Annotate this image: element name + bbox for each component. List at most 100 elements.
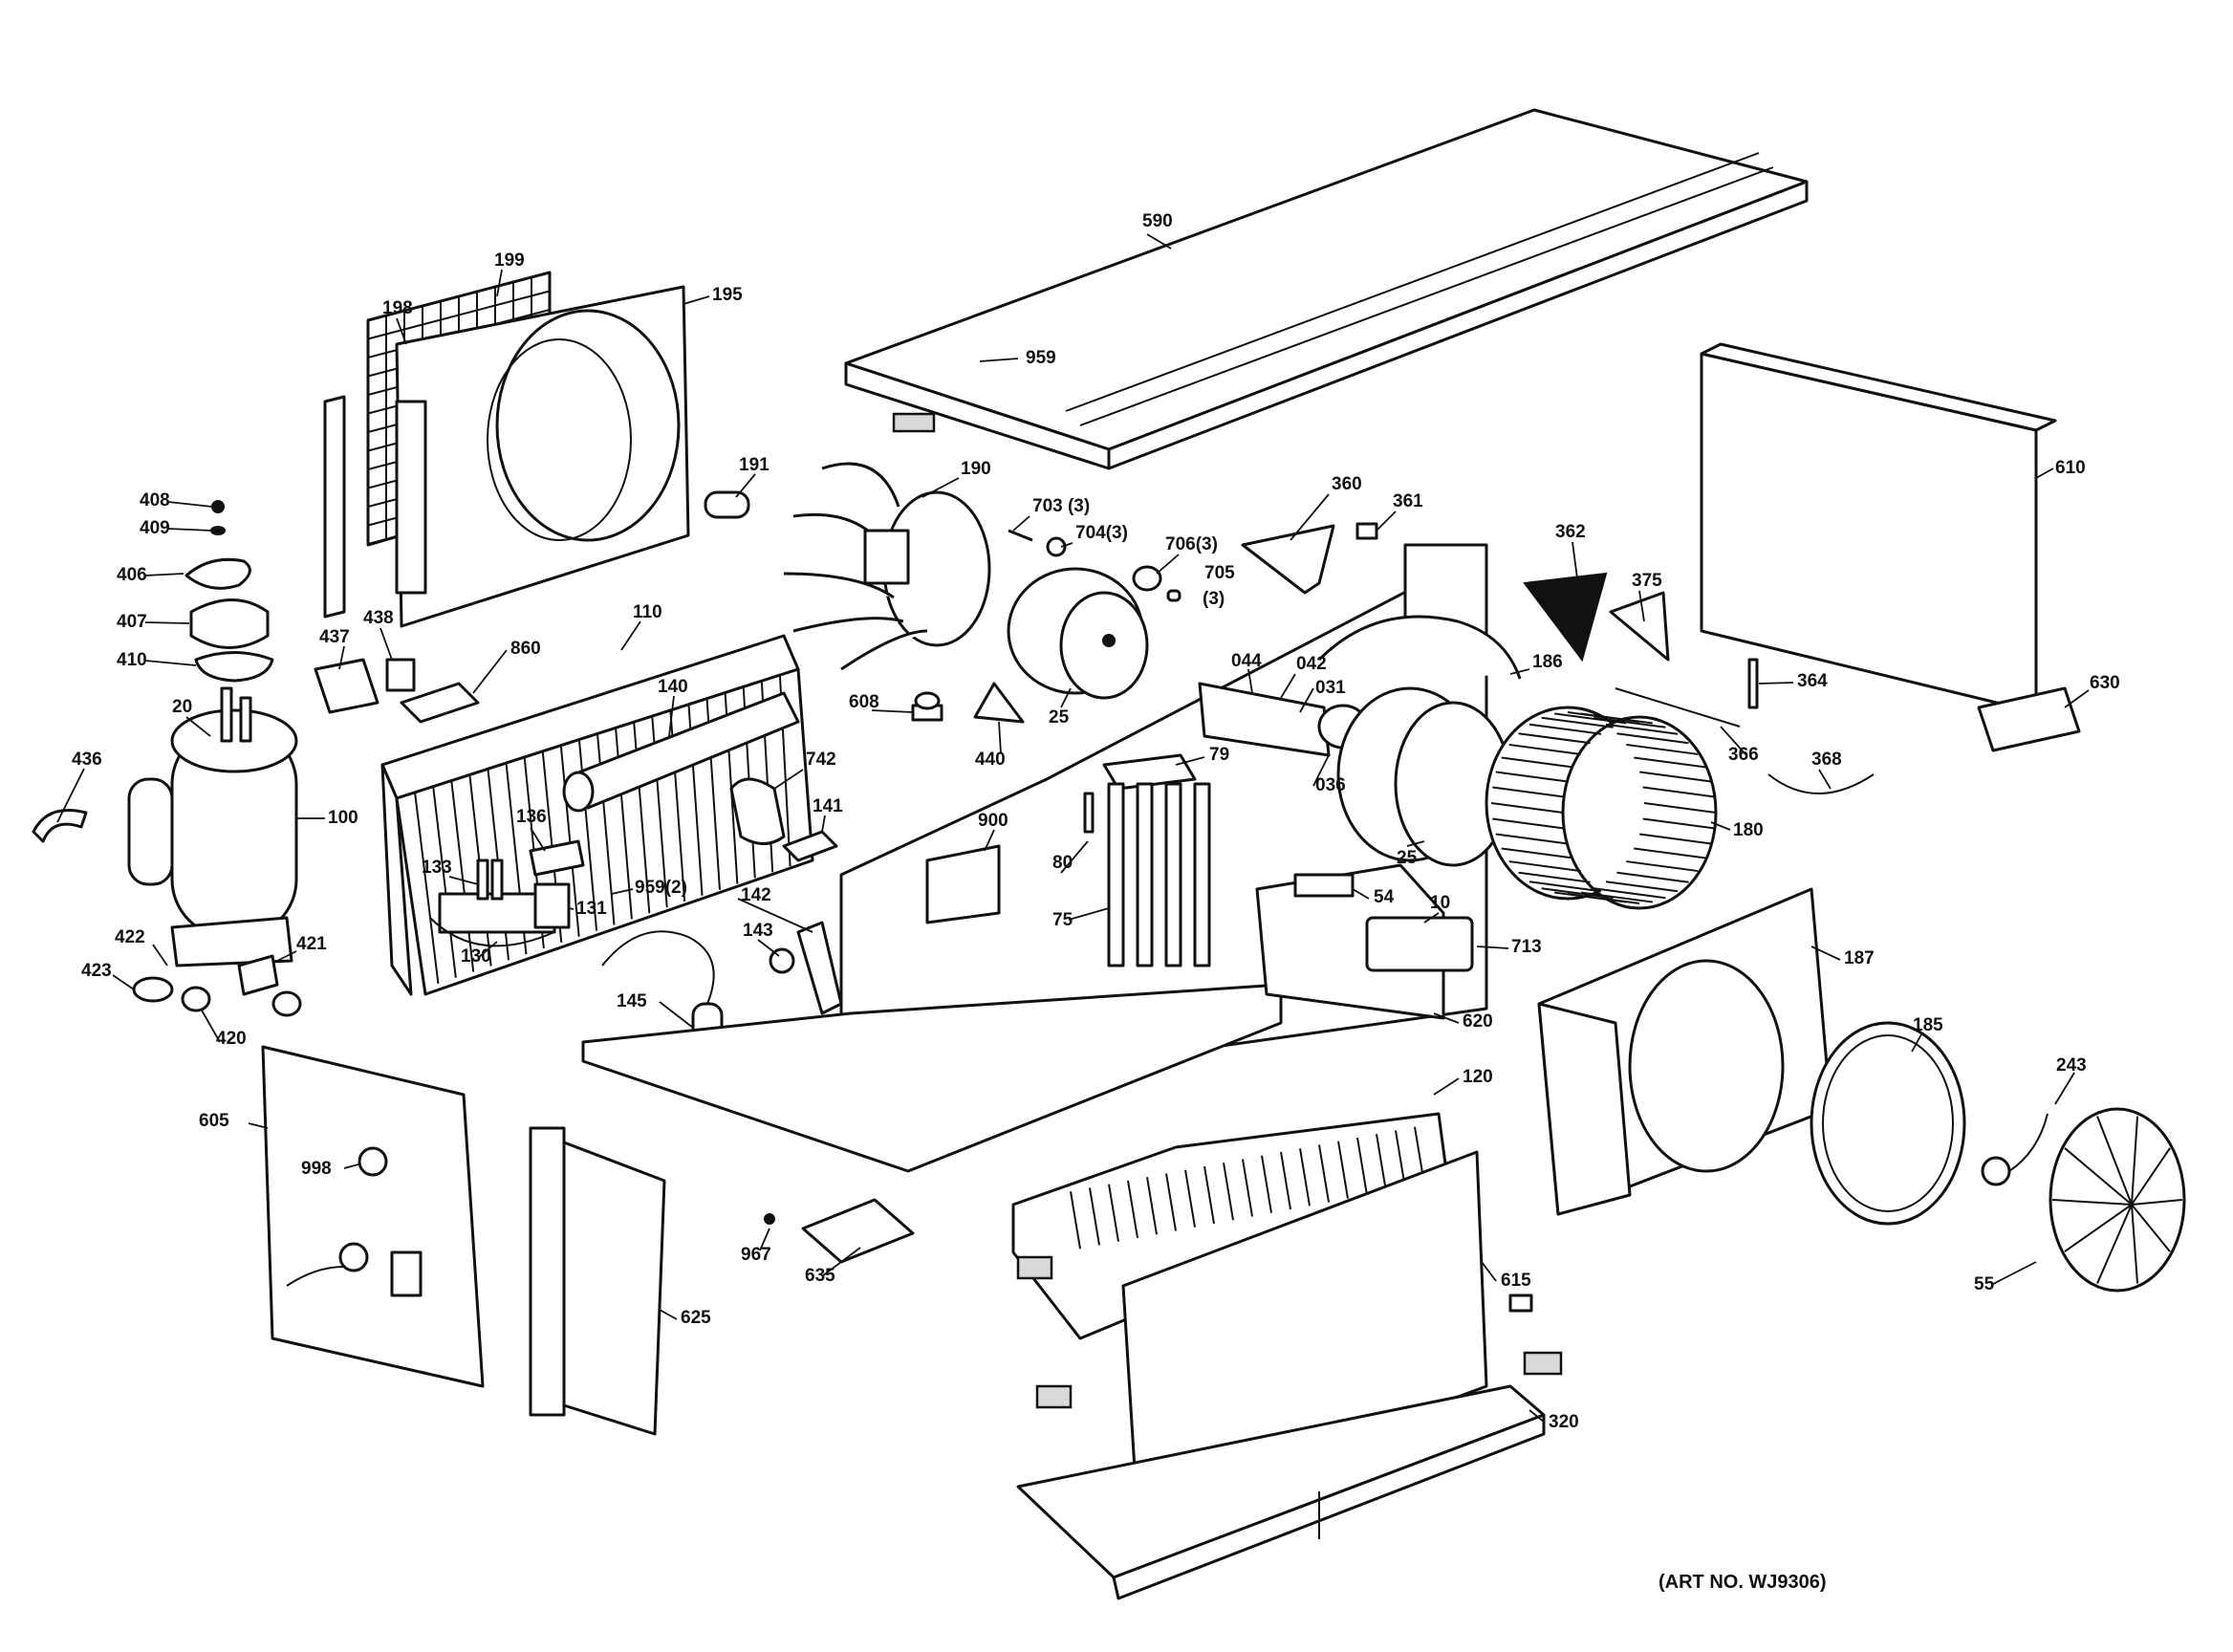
callout-590: 590 [1142,211,1173,231]
part-610-side-panel [1700,342,2057,714]
callout-364: 364 [1797,671,1828,691]
callout-706: 706(3) [1165,534,1218,554]
callout-031: 031 [1315,678,1346,698]
callout-130: 130 [461,946,491,967]
callout-110: 110 [633,602,662,622]
callout-422: 422 [115,927,145,947]
callout-180: 180 [1733,820,1764,840]
callout-408: 408 [140,490,170,511]
callout-55: 55 [1974,1274,1995,1294]
callout-75: 75 [1052,910,1073,930]
part-590-top-cover [844,108,1809,470]
callout-705: 705 [1204,563,1235,583]
part-186-scroll [1317,615,1522,680]
callout-410: 410 [117,650,147,670]
callout-195: 195 [712,285,743,305]
art-number: (ART NO. WJ9306) [1658,1572,1827,1593]
callout-190: 190 [961,459,991,479]
part-364-366-368 [1615,658,1875,794]
callout-142: 142 [741,885,771,905]
callout-79: 79 [1209,745,1229,765]
callout-120: 120 [1463,1067,1493,1087]
callout-25-upper: 25 [1049,707,1070,728]
callout-959-top: 959 [1026,348,1056,368]
callout-136: 136 [516,807,547,827]
callout-860: 860 [510,639,541,659]
callout-320: 320 [1549,1412,1579,1432]
part-140-tube [562,691,800,813]
part-608-440 [911,682,1025,724]
part-130-valve-assembly [429,859,571,947]
part-loose-blocks [1016,1255,1563,1409]
callout-185: 185 [1913,1015,1943,1035]
callout-608: 608 [849,692,879,712]
part-190-fan-blade [704,462,991,671]
part-630-bracket [1977,686,2081,752]
callout-620: 620 [1463,1011,1493,1032]
part-362-375 [1523,572,1670,663]
callout-438: 438 [363,608,394,628]
callout-361: 361 [1393,491,1423,511]
part-860-block [400,682,480,724]
callout-labels: 590 959 199 198 195 191 190 703 (3) 704(… [72,211,2120,1432]
callout-625: 625 [681,1308,711,1328]
callout-360: 360 [1332,474,1362,494]
callout-742: 742 [806,750,836,770]
callout-959-2: 959(2) [635,878,687,898]
part-703-706-hardware [1008,529,1182,602]
part-195-fan-shroud [395,285,690,628]
part-360-361 [1241,522,1378,595]
part-25-upper-motor [1007,567,1149,700]
part-base-pan [581,983,1283,1173]
part-620-control-box [1255,863,1474,1020]
callout-143: 143 [743,921,773,941]
part-vertical-bracket [314,395,416,714]
callout-406: 406 [117,565,147,585]
callout-366: 366 [1728,745,1759,765]
part-25-lower-motor [1336,686,1512,867]
leader-lines [56,233,2090,1424]
callout-610: 610 [2055,458,2086,478]
part-grommets [132,954,302,1017]
callout-440: 440 [975,750,1006,770]
callout-10: 10 [1430,893,1450,913]
callout-198: 198 [382,298,413,318]
callout-036: 036 [1315,775,1346,795]
callout-420: 420 [216,1029,247,1049]
callout-635: 635 [805,1266,835,1286]
callout-407: 407 [117,612,147,632]
callout-713: 713 [1511,937,1542,957]
callout-145: 145 [617,991,647,1011]
callout-423: 423 [81,961,112,981]
part-615-front-panel [1121,1150,1488,1517]
callout-141: 141 [813,796,843,816]
callout-437: 437 [319,627,350,647]
part-436-clip [32,809,88,843]
callout-243: 243 [2056,1055,2087,1076]
callout-705-qty: (3) [1203,589,1225,609]
part-control-switch [1198,682,1369,757]
callout-133: 133 [422,858,452,878]
callout-605: 605 [199,1111,229,1131]
callout-191: 191 [739,455,770,475]
callout-186: 186 [1532,652,1563,672]
callout-703: 703 (3) [1032,496,1090,516]
callout-131: 131 [576,899,607,919]
callout-25-lower: 25 [1397,848,1418,868]
part-320-drain-pan [1016,1384,1546,1600]
part-180-blower-wheel [1485,706,1718,910]
callout-967: 967 [741,1245,771,1265]
callout-630: 630 [2090,673,2120,693]
callout-187: 187 [1844,948,1875,968]
callout-368: 368 [1811,750,1842,770]
part-55-condenser-fan [1981,1107,2186,1293]
callout-100: 100 [328,808,358,828]
callout-199: 199 [494,250,525,271]
part-terminal-cover-set [184,500,274,683]
callout-80: 80 [1052,853,1073,873]
callout-54: 54 [1374,887,1395,907]
part-635-bracket [764,1198,915,1264]
part-185-ring [1810,1021,1966,1226]
part-742-141-142 [729,777,843,1015]
